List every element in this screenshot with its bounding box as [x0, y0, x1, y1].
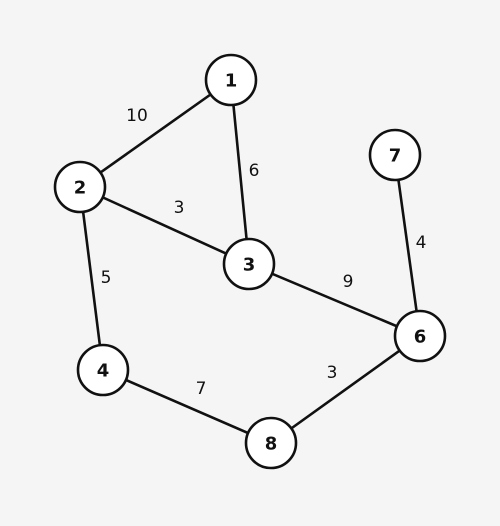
- node-4: 4: [76, 343, 130, 397]
- node-label-4: 4: [97, 361, 110, 382]
- edge-3-6: [247, 262, 422, 338]
- node-6: 6: [393, 309, 447, 363]
- node-label-2: 2: [74, 178, 87, 199]
- edge-weight-7-6: 4: [416, 233, 427, 253]
- edges-layer: [78, 78, 422, 445]
- edge-labels-layer: 10 6 3 5 9 4 7 3: [101, 106, 427, 399]
- node-7: 7: [368, 128, 422, 182]
- edge-weight-3-6: 9: [343, 272, 354, 292]
- edge-1-2: [78, 78, 233, 189]
- node-label-7: 7: [389, 146, 402, 167]
- edge-8-6: [269, 334, 422, 445]
- edge-weight-8-6: 3: [327, 363, 338, 383]
- nodes-layer: 1 2 3 4 6 7 8: [53, 53, 447, 470]
- node-circle-2: [53, 160, 107, 214]
- node-label-3: 3: [243, 255, 256, 276]
- edge-weight-2-3: 3: [174, 198, 185, 218]
- node-circle-3: [222, 237, 276, 291]
- edge-2-4: [78, 185, 105, 372]
- node-label-6: 6: [414, 327, 427, 348]
- node-circle-6: [393, 309, 447, 363]
- node-3: 3: [222, 237, 276, 291]
- node-8: 8: [244, 416, 298, 470]
- node-2: 2: [53, 160, 107, 214]
- node-1: 1: [204, 53, 258, 107]
- edge-2-3: [78, 185, 251, 266]
- edge-weight-1-2: 10: [126, 106, 148, 126]
- edge-4-8: [101, 368, 273, 445]
- edge-weight-1-3: 6: [249, 161, 260, 181]
- node-circle-1: [204, 53, 258, 107]
- edge-weight-4-8: 7: [196, 379, 207, 399]
- edge-1-3: [229, 78, 251, 266]
- edge-weight-2-4: 5: [101, 268, 112, 288]
- node-circle-8: [244, 416, 298, 470]
- node-circle-7: [368, 128, 422, 182]
- edge-7-6: [393, 153, 422, 338]
- node-label-1: 1: [225, 71, 238, 92]
- node-label-8: 8: [265, 434, 278, 455]
- node-circle-4: [76, 343, 130, 397]
